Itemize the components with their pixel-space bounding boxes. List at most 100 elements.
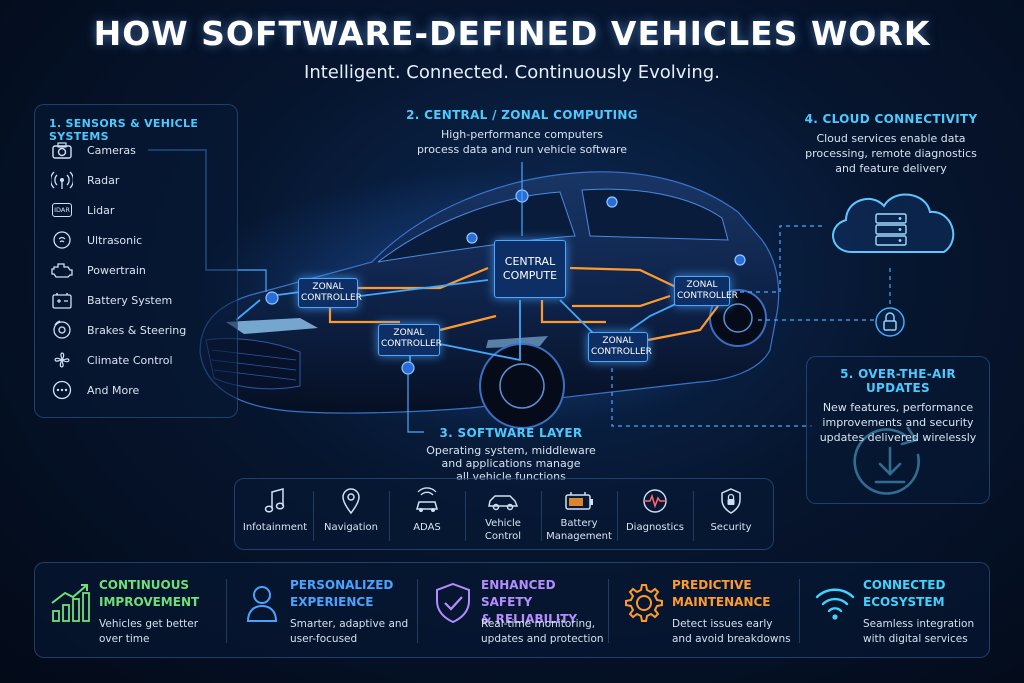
map-pin-icon — [313, 485, 389, 517]
central-compute-chip: CENTRAL COMPUTE — [494, 240, 566, 298]
zonal-controller-rear-left: ZONAL CONTROLLER — [588, 332, 652, 362]
zonal-label: CONTROLLER — [381, 339, 442, 349]
app-label: Battery — [560, 518, 598, 529]
app-label: Control — [484, 531, 522, 542]
cloud-text: processing, remote diagnostics — [805, 147, 977, 160]
lidar-icon: IDAR — [49, 199, 75, 221]
sensors-panel: 1. SENSORS & VEHICLE SYSTEMS Cameras Rad… — [34, 104, 238, 418]
battery-icon — [49, 289, 75, 311]
apps-strip: Infotainment Navigation ADAS Vehicle Con… — [234, 478, 774, 550]
lock-shield-icon — [693, 485, 769, 517]
sensor-label: Brakes & Steering — [87, 323, 187, 337]
ota-panel: 5. OVER-THE-AIR UPDATES New features, pe… — [806, 356, 990, 504]
front-wheel — [479, 343, 565, 429]
sensor-item-radar: Radar — [49, 167, 119, 193]
lock-icon — [875, 307, 905, 337]
app-label: Security — [710, 522, 752, 533]
sensor-item-more: And More — [49, 377, 139, 403]
app-label: Infotainment — [242, 522, 308, 533]
sensor-label: Lidar — [87, 203, 115, 217]
computing-title: 2. CENTRAL / ZONAL COMPUTING — [406, 108, 638, 122]
benefit-desc: Real-time monitoring,updates and protect… — [481, 618, 604, 645]
wifi-icon — [813, 581, 857, 625]
zonal-label: CONTROLLER — [591, 347, 652, 357]
zonal-label: CONTROLLER — [677, 291, 738, 301]
camera-icon — [49, 139, 75, 161]
app-security: Security — [693, 485, 769, 551]
sensor-label: Climate Control — [87, 353, 173, 367]
cloud-title: 4. CLOUD CONNECTIVITY — [804, 112, 978, 126]
sensor-item-brakes: Brakes & Steering — [49, 317, 186, 343]
computing-section: 2. CENTRAL / ZONAL COMPUTING High-perfor… — [390, 108, 654, 157]
engine-icon — [49, 259, 75, 281]
zonal-controller-front-right: ZONAL CONTROLLER — [378, 324, 442, 356]
adas-car-icon — [389, 485, 465, 517]
page-title: HOW SOFTWARE-DEFINED VEHICLES WORK — [93, 14, 931, 53]
software-section: 3. SOFTWARE LAYER Operating system, midd… — [404, 426, 618, 483]
sensor-label: Cameras — [87, 143, 136, 157]
sensor-label: And More — [87, 383, 140, 397]
app-diagnostics: Diagnostics — [617, 485, 693, 551]
sensor-label: Powertrain — [87, 263, 146, 277]
benefit-enhanced-safety: ENHANCED SAFETY& RELIABILITY Real-time m… — [417, 563, 608, 659]
zonal-label: ZONAL — [393, 328, 425, 338]
ota-text: improvements and security — [822, 416, 974, 429]
zonal-controller-front-left: ZONAL CONTROLLER — [298, 278, 362, 308]
sensor-item-cameras: Cameras — [49, 137, 136, 163]
ota-title: 5. OVER-THE-AIR UPDATES — [840, 367, 956, 395]
computing-text: process data and run vehicle software — [416, 143, 628, 156]
lidar-icon-text: IDAR — [52, 203, 72, 217]
sensor-item-climate: Climate Control — [49, 347, 173, 373]
app-navigation: Navigation — [313, 485, 389, 551]
shield-check-icon — [431, 581, 475, 625]
software-text: and applications manage — [441, 457, 581, 470]
benefit-title: ENHANCED SAFETY& RELIABILITY — [481, 578, 578, 626]
ota-text: updates delivered wirelessly — [819, 431, 977, 444]
sensor-item-ultrasonic: Ultrasonic — [49, 227, 142, 253]
sensor-nodes — [265, 189, 746, 375]
car-side-window — [581, 188, 729, 241]
more-icon — [49, 379, 75, 401]
car-windshield — [377, 191, 576, 263]
gear-icon — [622, 581, 666, 625]
pulse-icon — [617, 485, 693, 517]
cloud-link — [611, 225, 891, 427]
app-vehicle-control: Vehicle Control — [465, 485, 541, 551]
sensor-item-powertrain: Powertrain — [49, 257, 146, 283]
user-icon — [240, 581, 284, 625]
app-label: Diagnostics — [625, 522, 685, 533]
car-headlight — [226, 318, 318, 334]
page-subtitle: Intelligent. Connected. Continuously Evo… — [304, 62, 720, 83]
sensor-item-lidar: IDAR Lidar — [49, 197, 114, 223]
app-label: Management — [546, 531, 612, 542]
sensor-label: Battery System — [87, 293, 173, 307]
server-icon — [875, 213, 907, 246]
app-label: ADAS — [413, 522, 441, 533]
cloud-section: 4. CLOUD CONNECTIVITY Cloud services ena… — [794, 112, 988, 176]
rear-wheel-rim — [723, 303, 753, 333]
zonal-label: CONTROLLER — [301, 293, 362, 303]
app-infotainment: Infotainment — [237, 485, 313, 551]
software-title: 3. SOFTWARE LAYER — [439, 426, 583, 440]
app-battery-management: Battery Management — [541, 485, 617, 551]
growth-chart-icon — [49, 581, 93, 625]
ultrasonic-icon — [49, 229, 75, 251]
sensor-label: Ultrasonic — [87, 233, 143, 247]
software-text: Operating system, middleware — [426, 444, 596, 457]
battery-icon — [541, 485, 617, 517]
app-adas: ADAS — [389, 485, 465, 551]
computing-text: High-performance computers — [441, 128, 603, 141]
zonal-label: ZONAL — [686, 280, 718, 290]
sensors-title: 1. SENSORS & VEHICLE SYSTEMS — [49, 117, 199, 143]
zonal-controller-rear-right: ZONAL CONTROLLER — [674, 276, 738, 306]
central-compute-label: COMPUTE — [502, 269, 558, 282]
